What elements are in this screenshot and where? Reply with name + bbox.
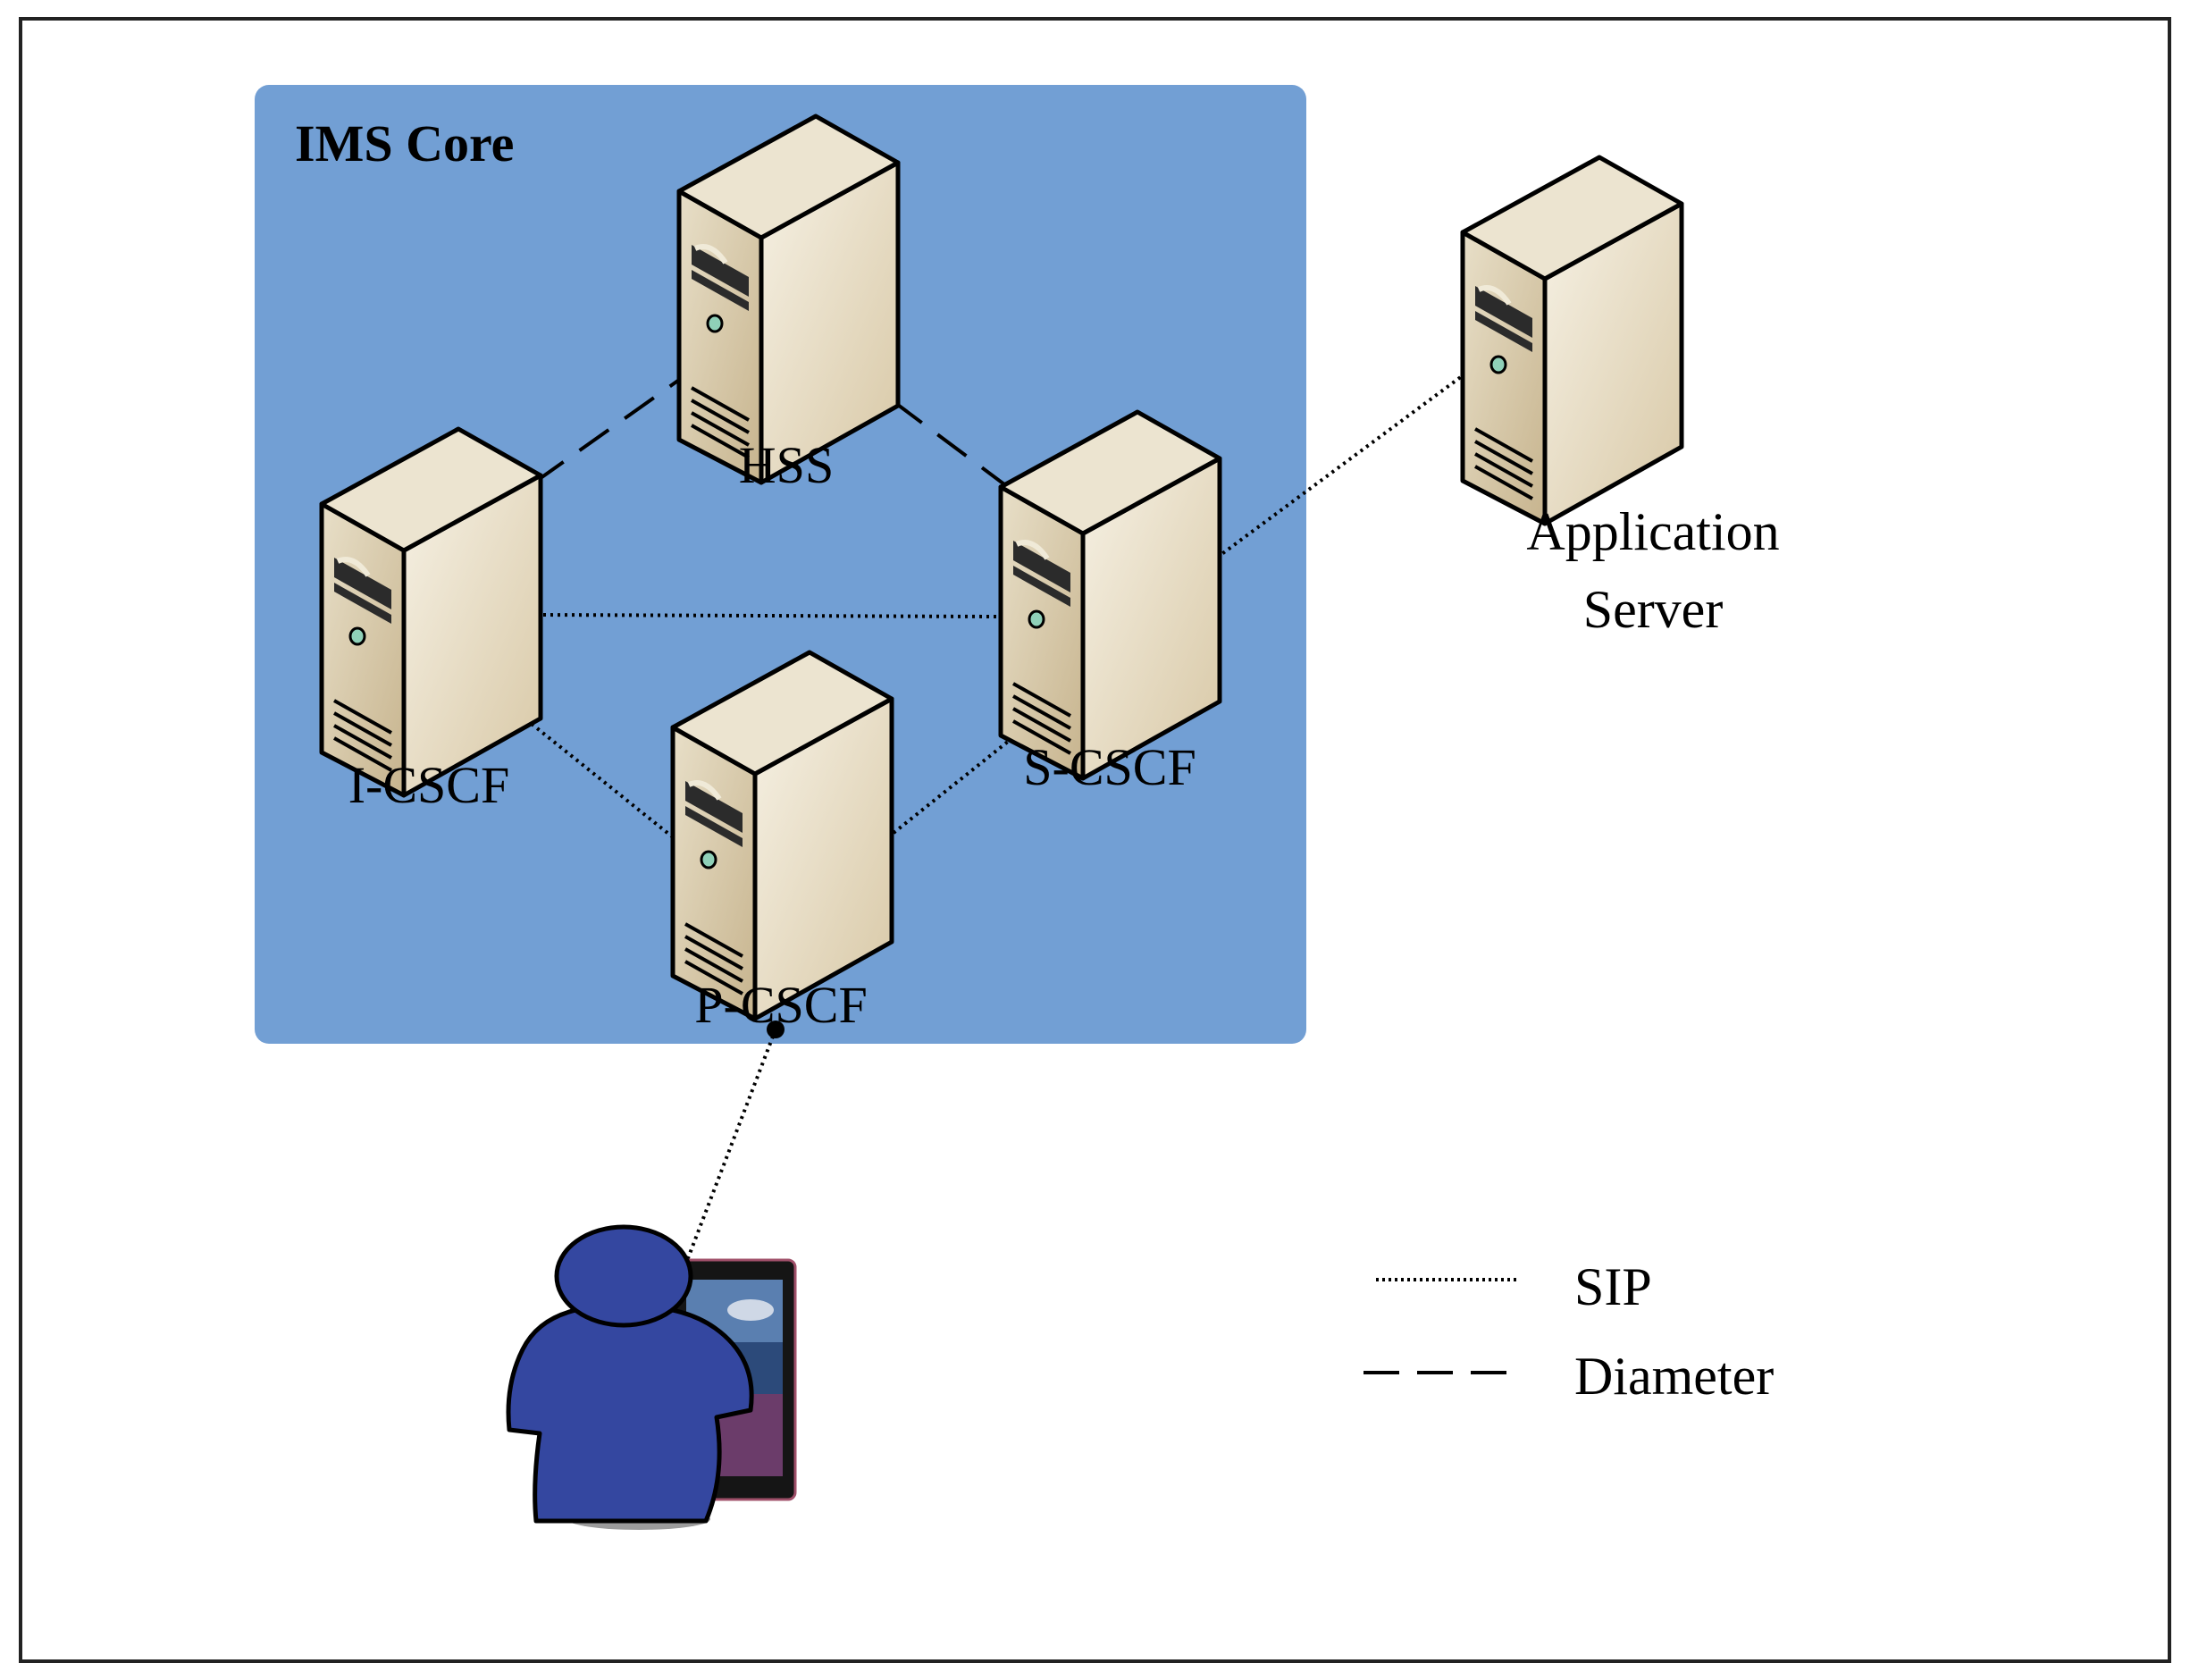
pcscf-connection-dot (767, 1021, 785, 1038)
link-icscf-hss-diameter (533, 372, 690, 484)
legend-sip-label: SIP (1574, 1257, 1652, 1316)
ims-core-title: IMS Core (295, 114, 514, 172)
pcscf-label: P-CSCF (694, 976, 867, 1034)
scscf-label: S-CSCF (1023, 738, 1196, 796)
link-scscf-pcscf-sip (892, 704, 1054, 835)
link-scscf-as-sip (1215, 372, 1467, 559)
link-icscf-scscf-sip (535, 613, 997, 618)
user-with-tablet-icon (506, 1224, 797, 1530)
legend-diameter-label: Diameter (1574, 1347, 1774, 1406)
ims-core-region (255, 85, 1306, 1044)
application-server-label-line2: Server (1583, 580, 1724, 639)
legend: SIP Diameter (1364, 1257, 1774, 1406)
icscf-label: I-CSCF (348, 756, 510, 814)
application-server-label-line1: Application (1526, 502, 1779, 561)
link-user-pcscf-sip (686, 1029, 777, 1259)
hss-label: HSS (739, 436, 834, 494)
